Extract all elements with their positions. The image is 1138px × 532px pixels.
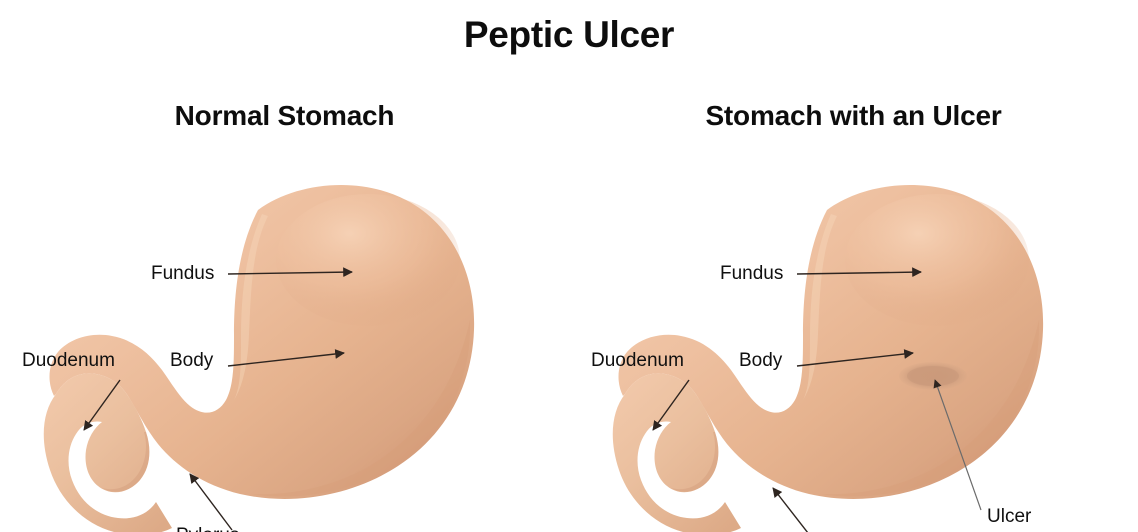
label-body: Body [170,350,214,371]
stomach-organ-shape [618,185,1044,499]
anatomy-labels: Fundus Duodenum Body Pylorus [22,263,239,532]
ulcer-lesion [899,362,967,390]
page-title: Peptic Ulcer [463,14,675,55]
duodenum-leader [83,379,121,431]
callout-leaders [83,267,353,531]
ulcer-core [907,366,959,386]
fundus-leader [796,267,922,278]
stomach-illustration-normal: Fundus Duodenum Body Pylorus [0,144,569,532]
panel-title-normal-stomach: Normal Stomach [174,100,395,131]
ulcer-leader [933,379,982,511]
lesser-curvature-highlight [803,214,837,400]
duodenum-shading [671,432,719,492]
anatomy-labels: Fundus Duodenum Body Pylorus Ulcer [591,263,1032,527]
panel-title-ulcer-stomach: Stomach with an Ulcer [705,100,1002,131]
label-body: Body [739,350,783,371]
body-leader [796,349,914,367]
duodenum-shading [102,432,150,492]
duodenum-shape [43,373,172,532]
fundus-highlight [276,194,460,326]
body-leader [227,349,345,367]
pylorus-leader [772,487,809,532]
duodenum-leader [652,379,690,431]
panel-normal-stomach: Normal Stomach [0,100,569,532]
callout-leaders [652,267,982,532]
fundus-leader [227,267,353,278]
duodenum-shape [612,373,741,532]
lesser-curvature-highlight [234,214,268,400]
duodenum-path [612,373,741,532]
panel-ulcer-stomach: Stomach with an Ulcer [569,100,1138,532]
stomach-illustration-ulcer: Fundus Duodenum Body Pylorus Ulcer [569,144,1138,532]
stomach-organ-shape [49,185,475,499]
label-fundus: Fundus [151,263,214,284]
fundus-highlight [845,194,1029,326]
label-fundus: Fundus [720,263,783,284]
label-ulcer: Ulcer [987,506,1032,527]
label-duodenum: Duodenum [22,350,115,371]
label-duodenum: Duodenum [591,350,684,371]
pylorus-leader [189,473,233,531]
duodenum-path [43,373,172,532]
label-pylorus: Pylorus [176,525,239,532]
